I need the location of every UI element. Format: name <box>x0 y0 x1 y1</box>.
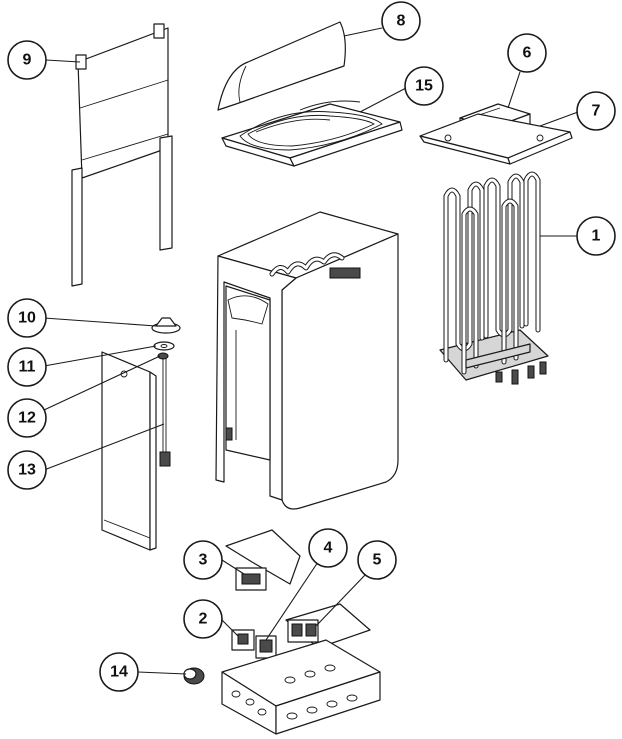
callout-9: 9 <box>7 40 47 80</box>
callout-8: 8 <box>381 1 421 41</box>
callout-4: 4 <box>308 528 348 568</box>
part-13-sensor-cable <box>159 358 171 467</box>
part-1-heating-elements <box>439 171 549 385</box>
svg-text:3: 3 <box>199 552 208 569</box>
callout-12: 12 <box>7 398 47 438</box>
part-5-contactor <box>285 603 371 649</box>
callout-15: 15 <box>404 66 444 106</box>
heater-body <box>215 211 399 510</box>
svg-text:14: 14 <box>110 664 128 681</box>
svg-text:6: 6 <box>523 45 532 62</box>
svg-text:1: 1 <box>592 228 601 245</box>
callout-14: 14 <box>99 652 139 692</box>
svg-text:8: 8 <box>397 13 406 30</box>
svg-text:11: 11 <box>19 359 36 376</box>
callout-10: 10 <box>7 298 47 338</box>
part-9-back-panel <box>71 23 173 287</box>
callout-3: 3 <box>183 540 223 580</box>
part-7-plate <box>419 113 573 165</box>
svg-text:2: 2 <box>199 611 208 628</box>
leader-lines <box>43 27 579 675</box>
callout-1: 1 <box>576 216 616 256</box>
svg-text:5: 5 <box>373 552 382 569</box>
part-8-top-cover <box>217 21 346 111</box>
svg-text:4: 4 <box>324 540 333 557</box>
svg-text:7: 7 <box>592 103 601 120</box>
part-10-knob <box>151 317 181 334</box>
part-11-washer <box>153 341 175 351</box>
front-panel <box>101 351 157 551</box>
svg-text:12: 12 <box>18 410 36 427</box>
svg-text:15: 15 <box>415 78 433 95</box>
callout-11: 11 <box>7 347 47 387</box>
svg-text:13: 13 <box>18 462 36 479</box>
callout-6: 6 <box>507 33 547 73</box>
base-tray <box>221 639 381 735</box>
part-14-knob <box>183 667 205 685</box>
svg-text:9: 9 <box>23 52 32 69</box>
part-3-relay <box>225 529 301 591</box>
part-15-top-tray <box>221 100 403 167</box>
callout-13: 13 <box>7 450 47 490</box>
svg-text:10: 10 <box>18 310 36 327</box>
callout-5: 5 <box>357 540 397 580</box>
callout-7: 7 <box>576 91 616 131</box>
callout-2: 2 <box>183 599 223 639</box>
